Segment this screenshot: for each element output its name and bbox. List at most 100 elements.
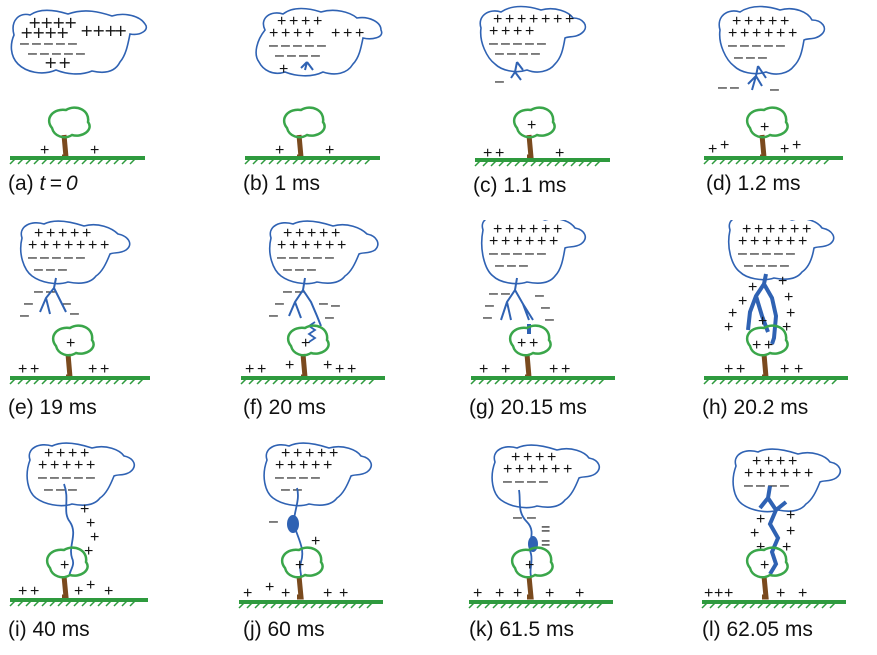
svg-text:+: + bbox=[780, 361, 789, 378]
svg-text:+: + bbox=[279, 61, 288, 78]
svg-text:–: – bbox=[507, 45, 516, 62]
svg-text:+: + bbox=[305, 445, 314, 462]
svg-text:–: – bbox=[283, 261, 292, 278]
panel-label: (e) bbox=[8, 396, 34, 419]
svg-text:+: + bbox=[319, 225, 328, 242]
svg-text:+: + bbox=[786, 507, 795, 524]
svg-text:+: + bbox=[724, 361, 733, 378]
svg-text:+: + bbox=[30, 361, 39, 378]
svg-text:–: – bbox=[770, 81, 779, 98]
ground bbox=[703, 376, 848, 385]
svg-text:–: – bbox=[68, 481, 77, 498]
svg-text:+: + bbox=[58, 53, 71, 72]
svg-text:+: + bbox=[483, 145, 492, 162]
svg-text:–: – bbox=[507, 257, 516, 274]
svg-text:+: + bbox=[257, 361, 266, 378]
panel-label: (i) bbox=[8, 618, 27, 641]
stepped-leader bbox=[500, 277, 534, 321]
svg-text:+: + bbox=[563, 461, 572, 478]
tree bbox=[45, 546, 89, 600]
svg-text:–: – bbox=[325, 249, 334, 266]
svg-text:+: + bbox=[44, 53, 57, 72]
ground bbox=[238, 600, 383, 609]
svg-text:–: – bbox=[287, 469, 296, 486]
svg-text:–: – bbox=[776, 37, 785, 54]
tree bbox=[512, 106, 556, 160]
svg-text:+: + bbox=[489, 23, 498, 40]
svg-text:+: + bbox=[714, 585, 723, 602]
cloud-outline bbox=[727, 220, 835, 281]
svg-text:–: – bbox=[275, 295, 284, 312]
svg-text:–: – bbox=[730, 79, 739, 96]
svg-text:+: + bbox=[513, 23, 522, 40]
svg-text:–: – bbox=[541, 299, 550, 316]
panel-label: (k) bbox=[469, 618, 494, 641]
tree bbox=[745, 546, 789, 600]
svg-text:+: + bbox=[355, 25, 364, 42]
ground bbox=[701, 600, 846, 609]
svg-text:–: – bbox=[744, 477, 753, 494]
panel-label: (l) bbox=[702, 618, 721, 641]
svg-text:+: + bbox=[511, 449, 520, 466]
cloud-charges: ++++ +++++++ ––––– –––– + bbox=[269, 13, 364, 78]
cloud-outline bbox=[479, 5, 587, 73]
svg-text:+: + bbox=[565, 11, 574, 28]
svg-text:+: + bbox=[28, 237, 37, 254]
panel-time: 20.15 ms bbox=[500, 396, 587, 419]
svg-text:–: – bbox=[780, 257, 789, 274]
svg-text:+: + bbox=[92, 21, 105, 40]
svg-text:+: + bbox=[748, 279, 757, 296]
svg-text:+: + bbox=[523, 449, 532, 466]
svg-text:+: + bbox=[756, 13, 765, 30]
svg-text:+: + bbox=[553, 11, 562, 28]
panel-a: ++++ ++++++++ ++ ––––– ––––– ++ (a) t = … bbox=[0, 0, 215, 215]
svg-text:+: + bbox=[62, 457, 71, 474]
panel-caption: (d) 1.2 ms bbox=[706, 172, 801, 196]
panel-caption: (i) 40 ms bbox=[8, 618, 90, 642]
svg-text:+: + bbox=[549, 361, 558, 378]
panel-caption: (k) 61.5 ms bbox=[469, 618, 574, 642]
svg-text:+: + bbox=[744, 465, 753, 482]
svg-text:+: + bbox=[313, 13, 322, 30]
svg-text:+: + bbox=[786, 523, 795, 540]
svg-text:+: + bbox=[792, 137, 801, 154]
svg-text:+: + bbox=[32, 23, 45, 42]
panel-c-illustration: +++++++ ++++ ––––– –––– – ++++ bbox=[474, 5, 610, 167]
svg-text:+: + bbox=[347, 361, 356, 378]
svg-text:+: + bbox=[776, 453, 785, 470]
panel-time: 62.05 ms bbox=[726, 618, 813, 641]
cloud-charges: +++++++ ++++ ––––– –––– – bbox=[489, 11, 574, 90]
svg-text:+: + bbox=[86, 457, 95, 474]
svg-text:+: + bbox=[60, 557, 69, 574]
svg-text:+: + bbox=[786, 305, 795, 322]
ground bbox=[9, 598, 148, 607]
svg-text:+: + bbox=[752, 25, 761, 42]
panel-label: (g) bbox=[469, 396, 495, 419]
svg-text:+: + bbox=[335, 361, 344, 378]
svg-text:–: – bbox=[756, 257, 765, 274]
svg-text:–: – bbox=[76, 45, 85, 62]
svg-text:+: + bbox=[501, 361, 510, 378]
panel-caption: (a) t = 0 bbox=[8, 172, 78, 196]
svg-text:=: = bbox=[541, 521, 550, 538]
svg-text:+: + bbox=[529, 11, 538, 28]
panel-label: (j) bbox=[243, 618, 262, 641]
svg-text:+: + bbox=[525, 557, 534, 574]
svg-text:+: + bbox=[782, 319, 791, 336]
panel-h: ++++++ ++++++ ––––– –––– +++++++++ +++++… bbox=[698, 220, 877, 435]
svg-text:+: + bbox=[760, 119, 769, 136]
svg-text:–: – bbox=[20, 35, 29, 52]
svg-text:+: + bbox=[515, 461, 524, 478]
svg-text:+: + bbox=[493, 11, 502, 28]
ground-charges: ++ bbox=[40, 142, 99, 159]
dart-leader bbox=[63, 483, 75, 577]
svg-text:–: – bbox=[50, 469, 59, 486]
svg-text:–: – bbox=[768, 477, 777, 494]
panel-caption: (c) 1.1 ms bbox=[473, 174, 566, 198]
svg-text:–: – bbox=[537, 35, 546, 52]
svg-text:+: + bbox=[50, 457, 59, 474]
svg-text:–: – bbox=[740, 37, 749, 54]
panel-time: 20.2 ms bbox=[733, 396, 809, 419]
svg-text:–: – bbox=[728, 37, 737, 54]
svg-text:+: + bbox=[764, 25, 773, 42]
